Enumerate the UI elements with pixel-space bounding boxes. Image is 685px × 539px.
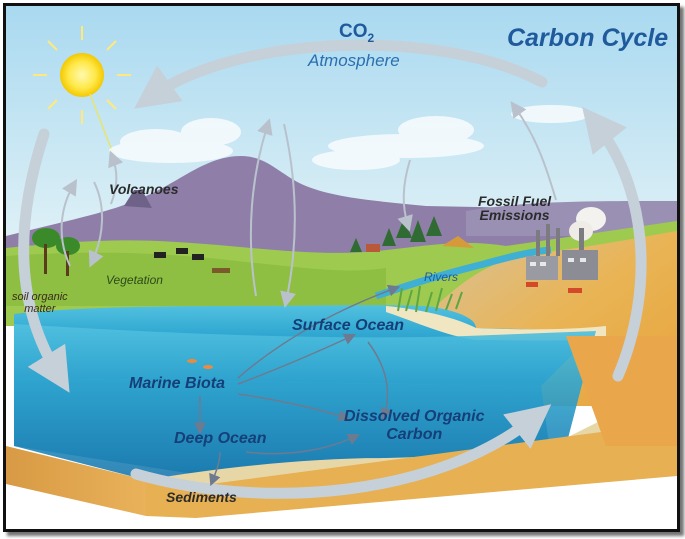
- fossil-fuel-line2: Emissions: [479, 207, 550, 223]
- co2-text: CO: [339, 21, 368, 42]
- carbon-cycle-illustration: [6, 6, 677, 518]
- diagram-frame: Carbon Cycle CO2 Atmosphere Volcanoes Fo…: [3, 3, 680, 532]
- cycle-arrows: [18, 39, 647, 499]
- soil-line2: matter: [24, 303, 56, 316]
- diagram-title: Carbon Cycle: [507, 24, 669, 52]
- soil-label: soil organic matter: [12, 291, 68, 315]
- cows: [154, 248, 230, 273]
- factory: [526, 207, 606, 293]
- atmosphere-label: Atmosphere: [308, 51, 400, 70]
- dissolved-line1: Dissolved Organic: [344, 408, 485, 425]
- reeds: [397, 285, 463, 313]
- mountains: [6, 156, 677, 266]
- marine-biota-label: Marine Biota: [129, 375, 226, 392]
- sun-icon: [33, 26, 131, 157]
- rivers-label: Rivers: [424, 270, 459, 284]
- vegetation-label: Vegetation: [106, 273, 163, 287]
- fossil-fuel-label: Fossil Fuel Emissions: [478, 194, 551, 222]
- co2-label: CO2: [339, 22, 374, 44]
- soil-line1: soil organic: [12, 291, 68, 303]
- barn: [366, 244, 380, 252]
- dissolved-carbon-label: Dissolved Organic Carbon: [344, 408, 485, 445]
- flux-arrows: [60, 101, 557, 308]
- dissolved-line2: Carbon: [386, 426, 443, 444]
- fish: [187, 359, 213, 369]
- clouds: [109, 105, 591, 170]
- river: [374, 246, 552, 300]
- ocean-flux-arrows: [194, 284, 401, 487]
- sediments-label: Sediments: [166, 489, 237, 505]
- deep-ocean-label: Deep Ocean: [174, 430, 267, 447]
- volcanoes-label: Volcanoes: [109, 181, 179, 197]
- co2-subscript: 2: [367, 30, 375, 45]
- surface-ocean-label: Surface Ocean: [292, 317, 405, 334]
- volcano: [124, 190, 152, 208]
- fossil-fuel-line1: Fossil Fuel: [478, 193, 552, 209]
